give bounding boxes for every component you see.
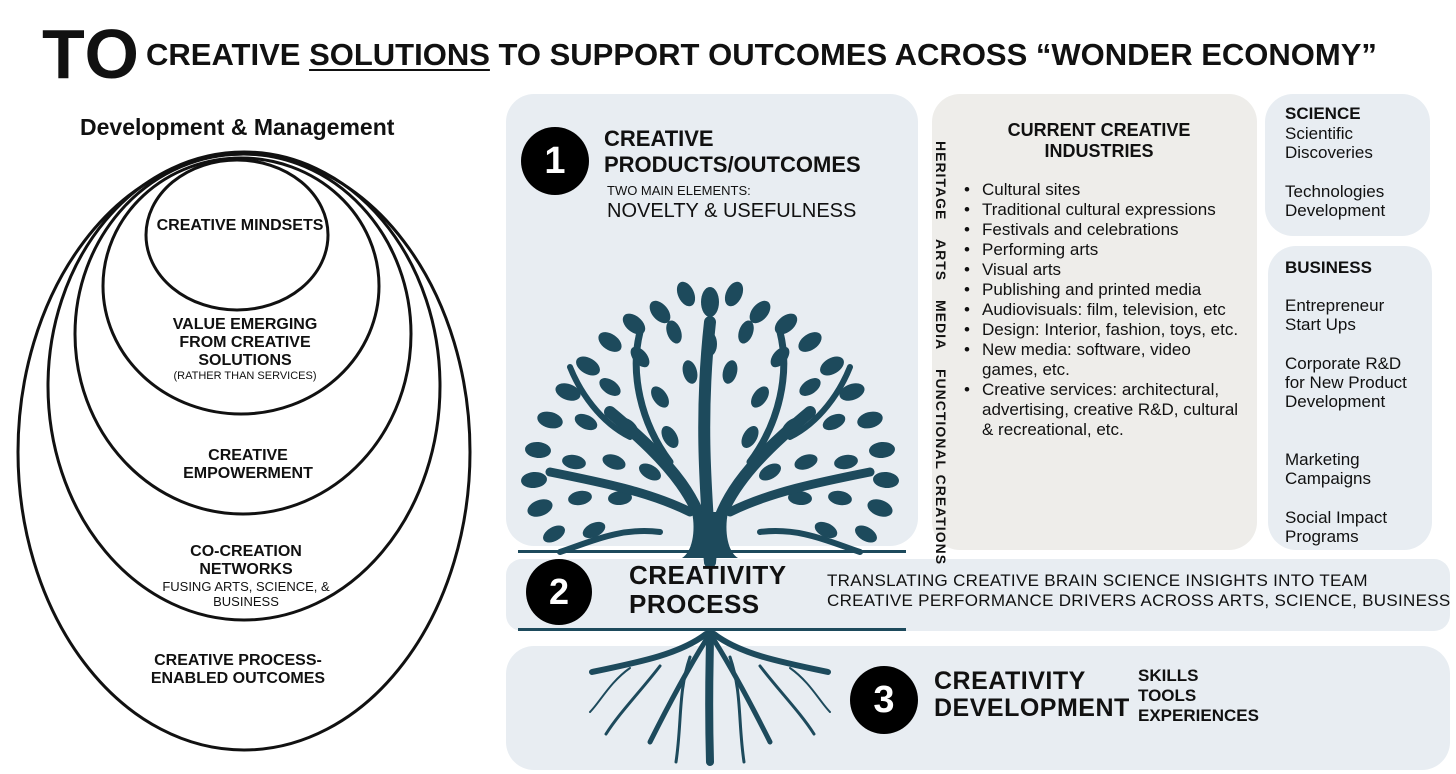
process-top-line [518, 550, 906, 553]
ring-label-networks: CO-CREATION NETWORKS FUSING ARTS, SCIENC… [162, 543, 330, 609]
list-item: Audiovisuals: film, television, etc [962, 300, 1250, 320]
category-heritage: HERITAGE [933, 141, 949, 221]
creative-products-elements: NOVELTY & USEFULNESS [607, 200, 857, 222]
list-item: SKILLS [1138, 666, 1199, 685]
creativity-process-title: CREATIVITY PROCESS [629, 560, 787, 619]
title-underlined-word: SOLUTIONS [309, 37, 490, 72]
panel-creativity-process [506, 559, 1450, 631]
creativity-development-items: SKILLS TOOLS EXPERIENCES [1138, 666, 1259, 726]
business-item: Entrepreneur Start Ups [1285, 296, 1385, 334]
science-item-discoveries: Scientific Discoveries [1285, 124, 1373, 162]
list-item: New media: software, video games, etc. [962, 340, 1250, 380]
science-heading: SCIENCE [1285, 104, 1361, 123]
business-heading: BUSINESS [1285, 258, 1372, 277]
category-media: MEDIA [933, 300, 949, 351]
list-item: TOOLS [1138, 686, 1197, 705]
panel-business [1268, 246, 1432, 550]
ring-label-mindsets: CREATIVE MINDSETS [156, 217, 324, 234]
title-part-2: TO SUPPORT OUTCOMES ACROSS “WONDER ECONO… [489, 37, 1377, 72]
ring-label-outcomes: CREATIVE PROCESS-ENABLED OUTCOMES [150, 652, 326, 687]
science-item-technologies: Technologies Development [1285, 182, 1386, 220]
ring-empowerment [73, 152, 413, 516]
business-item: Corporate R&D for New Product Developmen… [1285, 354, 1407, 411]
page-title: CREATIVE SOLUTIONS TO SUPPORT OUTCOMES A… [146, 36, 1377, 74]
creative-products-title: CREATIVE PRODUCTS/OUTCOMES [604, 126, 861, 177]
list-item: Performing arts [962, 240, 1250, 260]
list-item: Design: Interior, fashion, toys, etc. [962, 320, 1250, 340]
list-item: Cultural sites [962, 180, 1250, 200]
panel-creativity-development [506, 646, 1450, 770]
creativity-process-description: TRANSLATING CREATIVE BRAIN SCIENCE INSIG… [827, 571, 1451, 610]
panel-science [1265, 94, 1430, 236]
ring-networks [46, 150, 442, 622]
list-item: Visual arts [962, 260, 1250, 280]
step-2-badge: 2 [526, 559, 592, 625]
creativity-development-title: CREATIVITY DEVELOPMENT [934, 667, 1130, 722]
category-arts: ARTS [933, 239, 949, 282]
current-industries-list: Cultural sites Traditional cultural expr… [962, 180, 1250, 440]
title-part-1: CREATIVE [146, 37, 310, 72]
list-item: Publishing and printed media [962, 280, 1250, 300]
list-item: Creative services: architectural, advert… [962, 380, 1250, 440]
ring-value [101, 156, 381, 416]
business-item: Marketing Campaigns [1285, 450, 1371, 488]
ring-label-empowerment: CREATIVE EMPOWERMENT [183, 447, 313, 482]
creative-products-subtitle: TWO MAIN ELEMENTS: [607, 183, 751, 198]
current-industries-heading: CURRENT CREATIVE INDUSTRIES [1007, 120, 1191, 161]
ring-label-value: VALUE EMERGING FROM CREATIVE SOLUTIONS (… [172, 316, 318, 382]
development-management-heading: Development & Management [80, 114, 395, 140]
category-functional: FUNCTIONAL CREATIONS [933, 369, 949, 566]
step-1-badge: 1 [521, 127, 589, 195]
step-3-badge: 3 [850, 666, 918, 734]
list-item: EXPERIENCES [1138, 706, 1259, 725]
list-item: Festivals and celebrations [962, 220, 1250, 240]
process-bottom-line [518, 628, 906, 631]
industry-categories-vertical: HERITAGE ARTS MEDIA FUNCTIONAL CREATIONS [933, 141, 949, 579]
ring-mindsets [144, 158, 330, 312]
nested-rings-diagram [16, 150, 472, 752]
list-item: Traditional cultural expressions [962, 200, 1250, 220]
title-prefix: TO [42, 15, 140, 93]
business-item: Social Impact Programs [1285, 508, 1388, 546]
tree-icon [521, 281, 899, 766]
